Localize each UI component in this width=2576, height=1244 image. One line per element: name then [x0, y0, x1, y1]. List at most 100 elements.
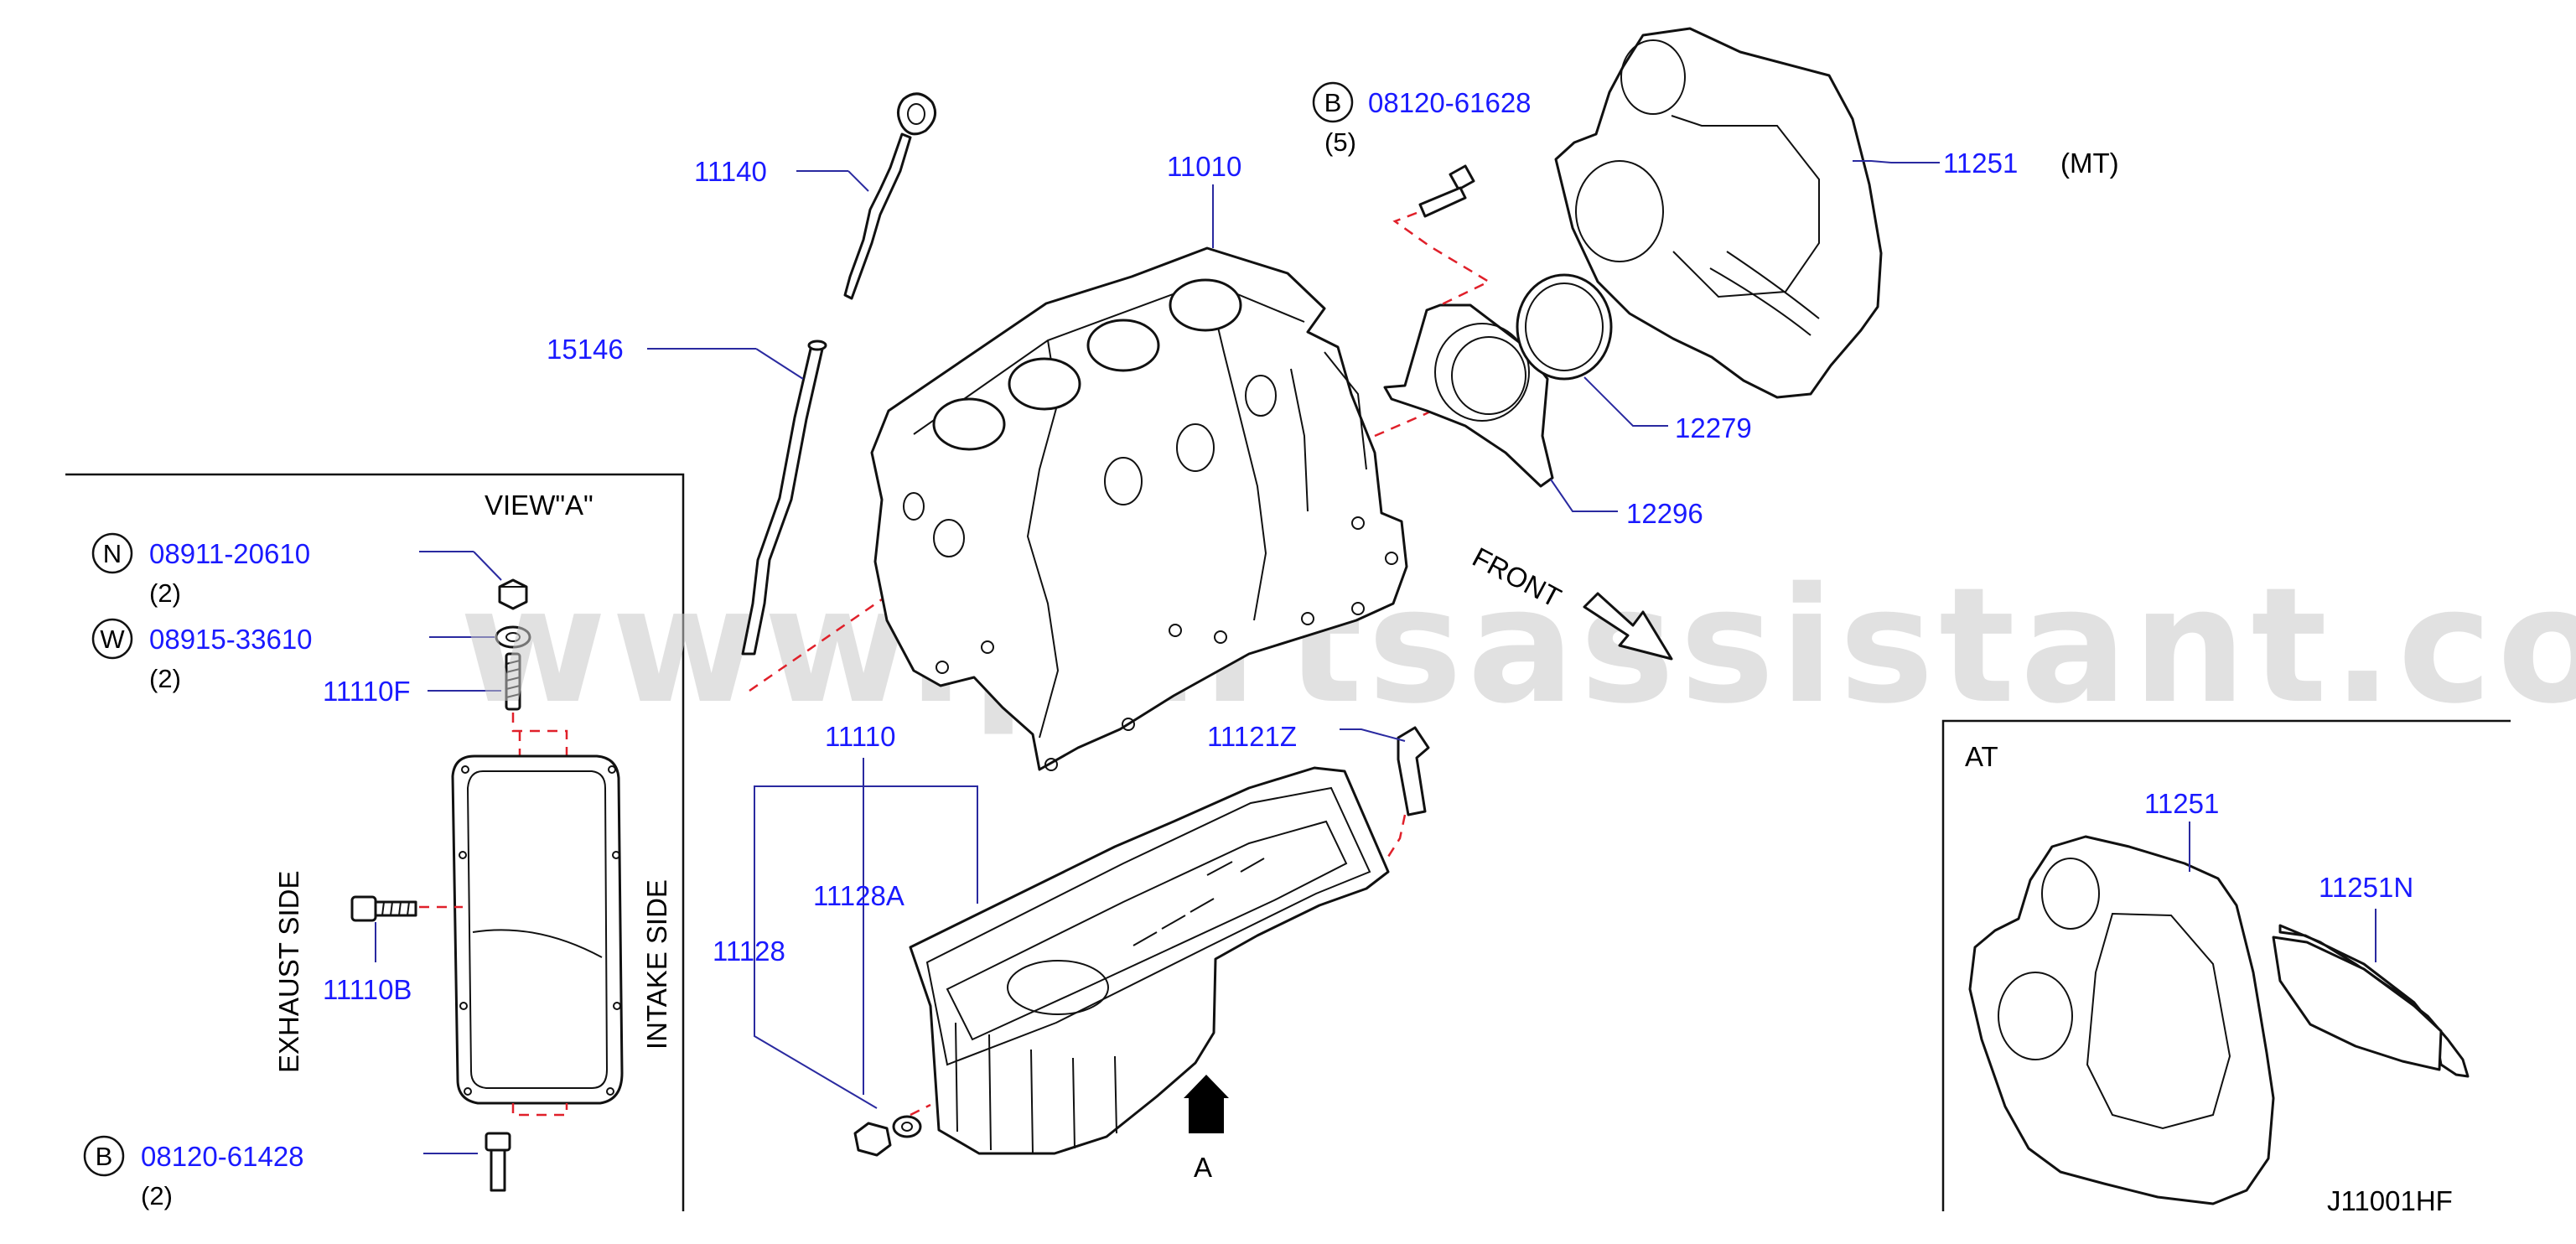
rear-plate-mt-part-number[interactable]: 11251 — [1943, 148, 2018, 179]
cylinder-block-icon — [870, 246, 1408, 771]
rear-plate-mt-group: 11251 (MT) — [1554, 27, 2119, 399]
dipstick-guide-top — [807, 340, 827, 351]
at-plate-recess — [2086, 912, 2231, 1130]
bottom-bolt-dash — [511, 1103, 568, 1117]
plate-hole-1 — [1620, 39, 1686, 115]
front-arrow-icon — [1583, 592, 1673, 661]
rear-plate-bolt-part-number[interactable]: 08120-61628 — [1368, 87, 1532, 118]
plate-ribs — [1709, 251, 1820, 336]
drive-plate-at-part-number[interactable]: 11251 — [2144, 788, 2219, 819]
block-bolt-holes — [936, 516, 1398, 771]
view-a-arrow-icon — [1184, 1075, 1229, 1133]
sensor-leader — [1340, 728, 1406, 742]
rear-plate-mt-icon — [1554, 27, 1883, 399]
washer-quantity: (2) — [149, 664, 181, 693]
dipstick-handle-hole — [907, 103, 925, 125]
dipstick-handle-icon — [897, 92, 937, 136]
rear-seal-group: 12296 12279 — [1383, 273, 1752, 529]
side-bolt-part-number[interactable]: 11110B — [323, 974, 412, 1005]
plate-recess — [1671, 115, 1820, 298]
at-cover-plate-part-number[interactable]: 11251N — [2319, 872, 2413, 903]
bolt-b-badge-circle — [83, 1135, 125, 1177]
washer-part-number[interactable]: 08915-33610 — [149, 624, 313, 655]
block-port-2 — [1176, 423, 1215, 472]
oil-pan-fins — [955, 1022, 1117, 1154]
view-a-panel: VIEW"A" N 08911-20610 (2) W 08915-33610 … — [65, 473, 685, 1211]
rear-seal-retainer-part-number[interactable]: 12296 — [1626, 498, 1703, 529]
sensor-dash — [1386, 814, 1407, 858]
dipstick-group: 11140 15146 — [547, 92, 1138, 692]
drain-washer-icon — [892, 1115, 922, 1138]
at-cover-plate-icon — [2278, 924, 2470, 1078]
retainer-bore — [1434, 323, 1530, 422]
oil-level-sensor-part-number[interactable]: 11121Z — [1207, 721, 1297, 752]
dipstick-guide-icon — [741, 344, 825, 656]
bottom-bolt-part-number[interactable]: 08120-61428 — [141, 1141, 304, 1172]
nut-leader-angle — [473, 551, 502, 581]
seal-dash — [1374, 392, 1466, 438]
oil-pan-sump — [946, 820, 1348, 1041]
at-cover-plate-body — [2272, 936, 2443, 1071]
at-title: AT — [1965, 741, 1998, 772]
stud-dash — [511, 713, 568, 756]
gasket-inner — [466, 770, 609, 1089]
nut-quantity: (2) — [149, 578, 181, 608]
plate-mt-leader — [1853, 160, 1940, 163]
diagram-code: J11001HF — [2327, 1185, 2453, 1216]
nut-badge: N — [103, 539, 122, 568]
dipstick-part-number[interactable]: 11140 — [694, 156, 767, 187]
cylinder-bore-1 — [932, 397, 1006, 451]
oil-pan-drain-plug-part-number[interactable]: 11128 — [713, 936, 785, 967]
side-bolt-thread — [381, 901, 410, 916]
rear-plate-bolt-head-icon — [1449, 164, 1475, 191]
oil-pan-flange — [925, 786, 1371, 1066]
cylinder-bore-2 — [1008, 357, 1081, 411]
rear-plate-bolt-badge: B — [1324, 88, 1342, 117]
nut-badge-circle — [91, 532, 133, 574]
oil-seal-part-number[interactable]: 12279 — [1675, 412, 1752, 443]
gasket-bend — [472, 929, 603, 958]
guide-leader-angle — [755, 348, 804, 380]
dipstick-leader-angle — [847, 170, 869, 192]
side-bolt-icon — [374, 900, 417, 917]
oil-pan-drain-washer-part-number[interactable]: 11128A — [813, 880, 904, 911]
oil-pan-gasket-icon — [451, 754, 624, 1105]
block-rib — [1290, 351, 1367, 512]
bottom-bolt-icon — [490, 1148, 506, 1192]
oil-pan-icon — [909, 766, 1390, 1155]
mt-label: (MT) — [2060, 148, 2119, 179]
block-port-3 — [1245, 375, 1277, 417]
at-frame — [1941, 719, 2511, 1211]
view-a-title: VIEW"A" — [485, 490, 593, 521]
washer-badge-circle — [91, 618, 133, 660]
drain-dash — [910, 1103, 931, 1117]
nut-part-number[interactable]: 08911-20610 — [149, 538, 310, 569]
dipstick-guide-part-number[interactable]: 15146 — [547, 334, 624, 365]
rear-plate-bolt-dash — [1392, 211, 1491, 307]
oil-pan-part-number[interactable]: 11110 — [825, 721, 895, 752]
drain-plug-icon — [853, 1122, 892, 1157]
at-panel: AT 11251 11251N — [1941, 719, 2511, 1211]
at-plate-hole-1 — [2041, 858, 2100, 930]
oil-pan-well — [1007, 960, 1109, 1015]
retainer-bore-inner — [1451, 336, 1526, 415]
rear-seal-retainer-icon — [1383, 303, 1554, 488]
rear-plate-bolt-quantity: (5) — [1324, 127, 1356, 157]
view-a-arrow-label: A — [1194, 1152, 1212, 1183]
stud-part-number[interactable]: 11110F — [323, 676, 411, 707]
oil-seal-inner — [1525, 282, 1604, 371]
bottom-bolt-quantity: (2) — [141, 1181, 173, 1210]
at-plate-hole-2 — [1998, 972, 2073, 1060]
oil-pan-bracket — [754, 758, 878, 1109]
plate-hole-2 — [1575, 160, 1664, 262]
block-port-1 — [1104, 457, 1143, 505]
stud-thread — [505, 660, 521, 698]
side-bolt-head-icon — [350, 895, 377, 922]
view-a-frame — [65, 473, 685, 1211]
cylinder-bore-4 — [1169, 278, 1242, 332]
cylinder-block-part-number[interactable]: 11010 — [1167, 151, 1241, 182]
oil-pan-bracket-right — [863, 785, 978, 904]
bottom-bolt-head-icon — [485, 1132, 511, 1152]
gasket-holes — [459, 765, 621, 1096]
